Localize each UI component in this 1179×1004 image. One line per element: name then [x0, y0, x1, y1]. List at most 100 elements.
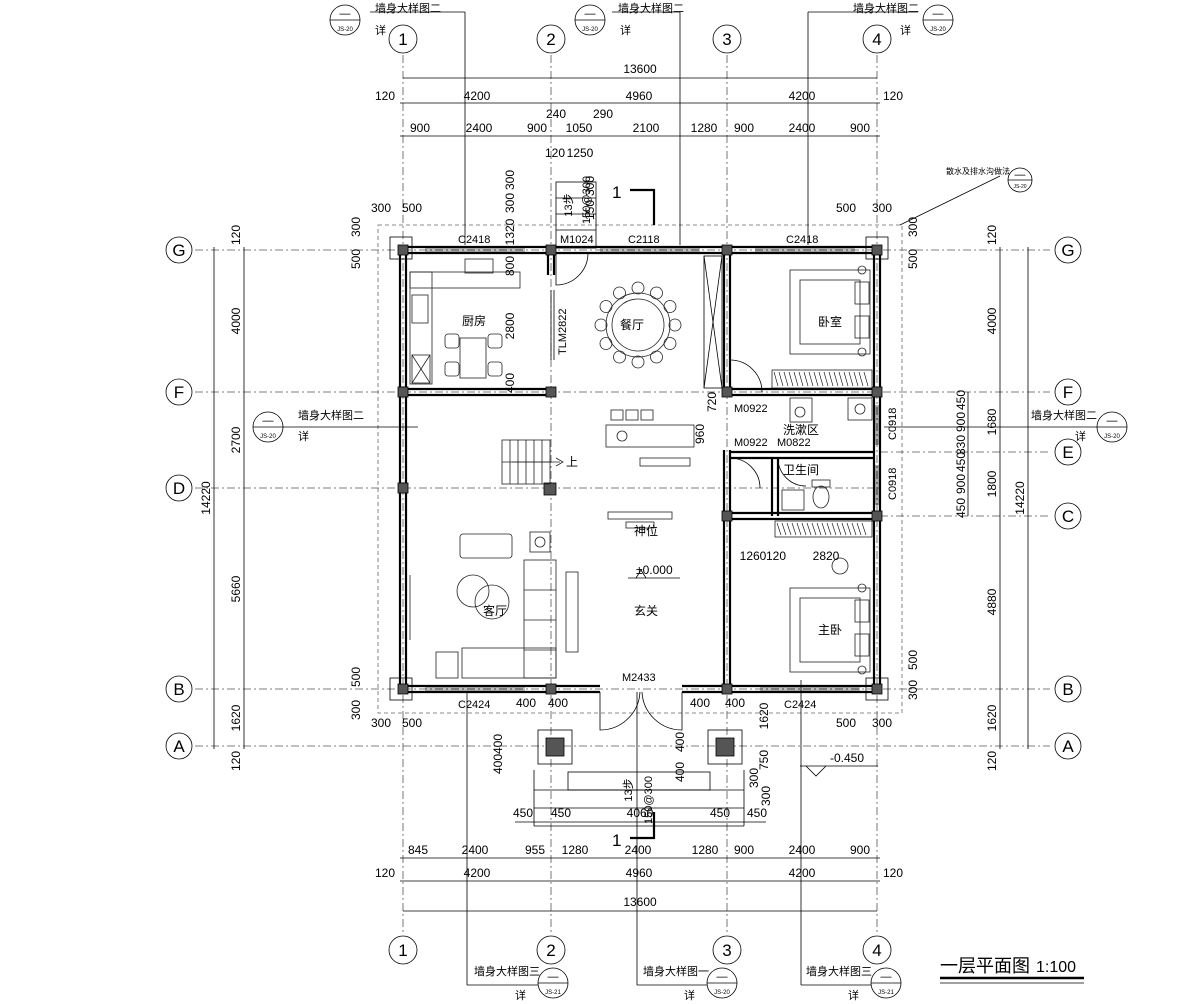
- callout-lm-title: 墙身大样图二: [298, 408, 364, 422]
- dim-top-row3-8: 900: [850, 121, 870, 135]
- front-steps-count: 13步: [622, 778, 635, 801]
- callout-rm-dash: —: [1107, 415, 1118, 427]
- wardrobe-hatch-line: [776, 522, 782, 536]
- dim-bottom-row2-4: 120: [883, 866, 903, 880]
- dim-hall-960: 960: [693, 424, 707, 444]
- dim-right-span-4: 4880: [985, 588, 999, 615]
- axis-label-right-e: E: [1062, 443, 1073, 462]
- callout-tm-detail: 详: [620, 23, 631, 37]
- dimensions-inner: 2800 400 720 960 1260 120 2820 400 400 4…: [491, 176, 840, 824]
- callout-tl-sheet: JS-20: [337, 27, 353, 33]
- kitchen-side-counter: [409, 271, 433, 385]
- axis-label-bottom-1: 1: [398, 941, 407, 960]
- callout-tl-title: 墙身大样图二: [375, 1, 441, 15]
- wardrobe-hatch-line: [791, 522, 797, 536]
- wardrobe-hatch-line: [841, 522, 847, 536]
- dim-hall-720: 720: [705, 392, 719, 412]
- callout-drain-sheet: JS-20: [1013, 184, 1026, 190]
- callout-br-title: 墙身大样图三: [806, 964, 872, 978]
- wardrobe-hatch-line: [788, 371, 794, 387]
- section-marks: 1 1: [612, 183, 656, 850]
- rear-steps-count: 13步: [562, 193, 575, 216]
- dim-right-small-2: 450: [954, 390, 968, 410]
- dim-left-span-4: 1620: [229, 704, 243, 731]
- dim-top-small-3: 1250: [567, 146, 594, 160]
- rear-steps-spec: 150@300: [581, 176, 593, 224]
- dim-bottom-row4-1: 450: [551, 806, 571, 820]
- callout-tr-dash: —: [933, 8, 944, 20]
- wardrobe-hatch-line: [783, 371, 789, 387]
- opening-m0922-a: M0922: [734, 403, 768, 415]
- dim-bottom-row3-5: 1280: [692, 843, 719, 857]
- dining-chair: [631, 355, 645, 369]
- opening-c2424-right: C2424: [784, 699, 816, 711]
- elevation-marks: ±0.000 -0.450: [628, 563, 878, 777]
- dim-top-row3-0: 900: [410, 121, 430, 135]
- dim-right-small-1: 500: [906, 249, 920, 269]
- roof-outline: [377, 224, 903, 714]
- interior-stair: [501, 439, 564, 485]
- wardrobe-hatch-line: [781, 522, 787, 536]
- dim-top-small-8: 150: [583, 200, 597, 220]
- callout-tr-detail: 详: [900, 23, 911, 37]
- axis-label-bottom-2: 2: [546, 941, 555, 960]
- room-label-dining: 餐厅: [620, 317, 644, 332]
- walls: [398, 245, 882, 694]
- dim-top-small-0: 240: [546, 107, 566, 121]
- dining-chair: [650, 350, 663, 364]
- dim-bottom-row4-3: 450: [710, 806, 730, 820]
- dim-left-span-1: 4000: [229, 307, 243, 334]
- callout-bm-sheet: JS-20: [714, 990, 730, 996]
- wardrobe-hatch-line: [856, 522, 862, 536]
- dim-left-span-2: 2700: [229, 426, 243, 453]
- wardrobe-hatch-line: [846, 522, 852, 536]
- wardrobe-hatch-line: [823, 371, 829, 387]
- callout-rm-sheet: JS-20: [1104, 434, 1120, 440]
- dim-right-small-10: 500: [836, 716, 856, 730]
- dim-top-row3-4: 2100: [633, 121, 660, 135]
- dim-right-overall: 14220: [1013, 481, 1027, 515]
- callout-lm-dash: —: [263, 415, 274, 427]
- dim-top-small-4: 300: [503, 170, 517, 190]
- dim-top-small-9: 300: [583, 176, 597, 196]
- wardrobe-hatch-line: [811, 522, 817, 536]
- dim-bottom-row3-7: 2400: [789, 843, 816, 857]
- dim-left-span-3: 5660: [229, 575, 243, 602]
- axis-bubbles: 1 2 3 4 1 2 3 4 G F D B A G F E C B A: [165, 24, 1082, 965]
- wardrobe-hatch-line: [826, 522, 832, 536]
- dim-top-small-13: 300: [872, 201, 892, 215]
- dim-kitchen-depth: 2800: [503, 312, 517, 339]
- wardrobe-hatch-line: [798, 371, 804, 387]
- dim-top-row2-3: 4200: [789, 89, 816, 103]
- dining-chair: [594, 318, 608, 332]
- furniture: [409, 181, 873, 827]
- callout-bl-sheet: JS-21: [545, 990, 561, 996]
- dim-right-span-5: 1620: [985, 704, 999, 731]
- dim-right-small-7: 450: [954, 498, 968, 518]
- callout-tl-detail: 详: [375, 23, 386, 37]
- dining-chair: [613, 350, 626, 364]
- kitchen-sink-icon: [464, 258, 494, 274]
- callout-tr-sheet: JS-20: [930, 27, 946, 33]
- stair-up-label: 上: [566, 455, 578, 469]
- dim-left-small-2: 500: [349, 667, 363, 687]
- wardrobe-hatch-line: [833, 371, 839, 387]
- wardrobe-hatch-line: [821, 522, 827, 536]
- dining-chair: [599, 337, 613, 350]
- dim-bottom-row4-4: 450: [747, 806, 767, 820]
- callout-bl-dash: —: [548, 971, 559, 983]
- wardrobe-hatch-line: [778, 371, 784, 387]
- wardrobe-hatch-line: [828, 371, 834, 387]
- doors: [550, 252, 807, 731]
- section-mark-bottom: 1: [612, 831, 621, 850]
- dim-pillar-400b: 400: [491, 754, 505, 774]
- tv-cabinet: [565, 571, 579, 653]
- dim-right-small-8: 500: [906, 650, 920, 670]
- master-bed: [789, 587, 871, 673]
- dimensions-top: 13600 120 4200 4960 4200 120 900 2400 90…: [371, 62, 903, 276]
- callout-tl-dash: —: [340, 8, 351, 20]
- wardrobe-hatch-line: [801, 522, 807, 536]
- toilet-icon: [812, 485, 830, 509]
- callout-lm-detail: 详: [298, 429, 309, 443]
- room-label-living: 客厅: [483, 603, 507, 618]
